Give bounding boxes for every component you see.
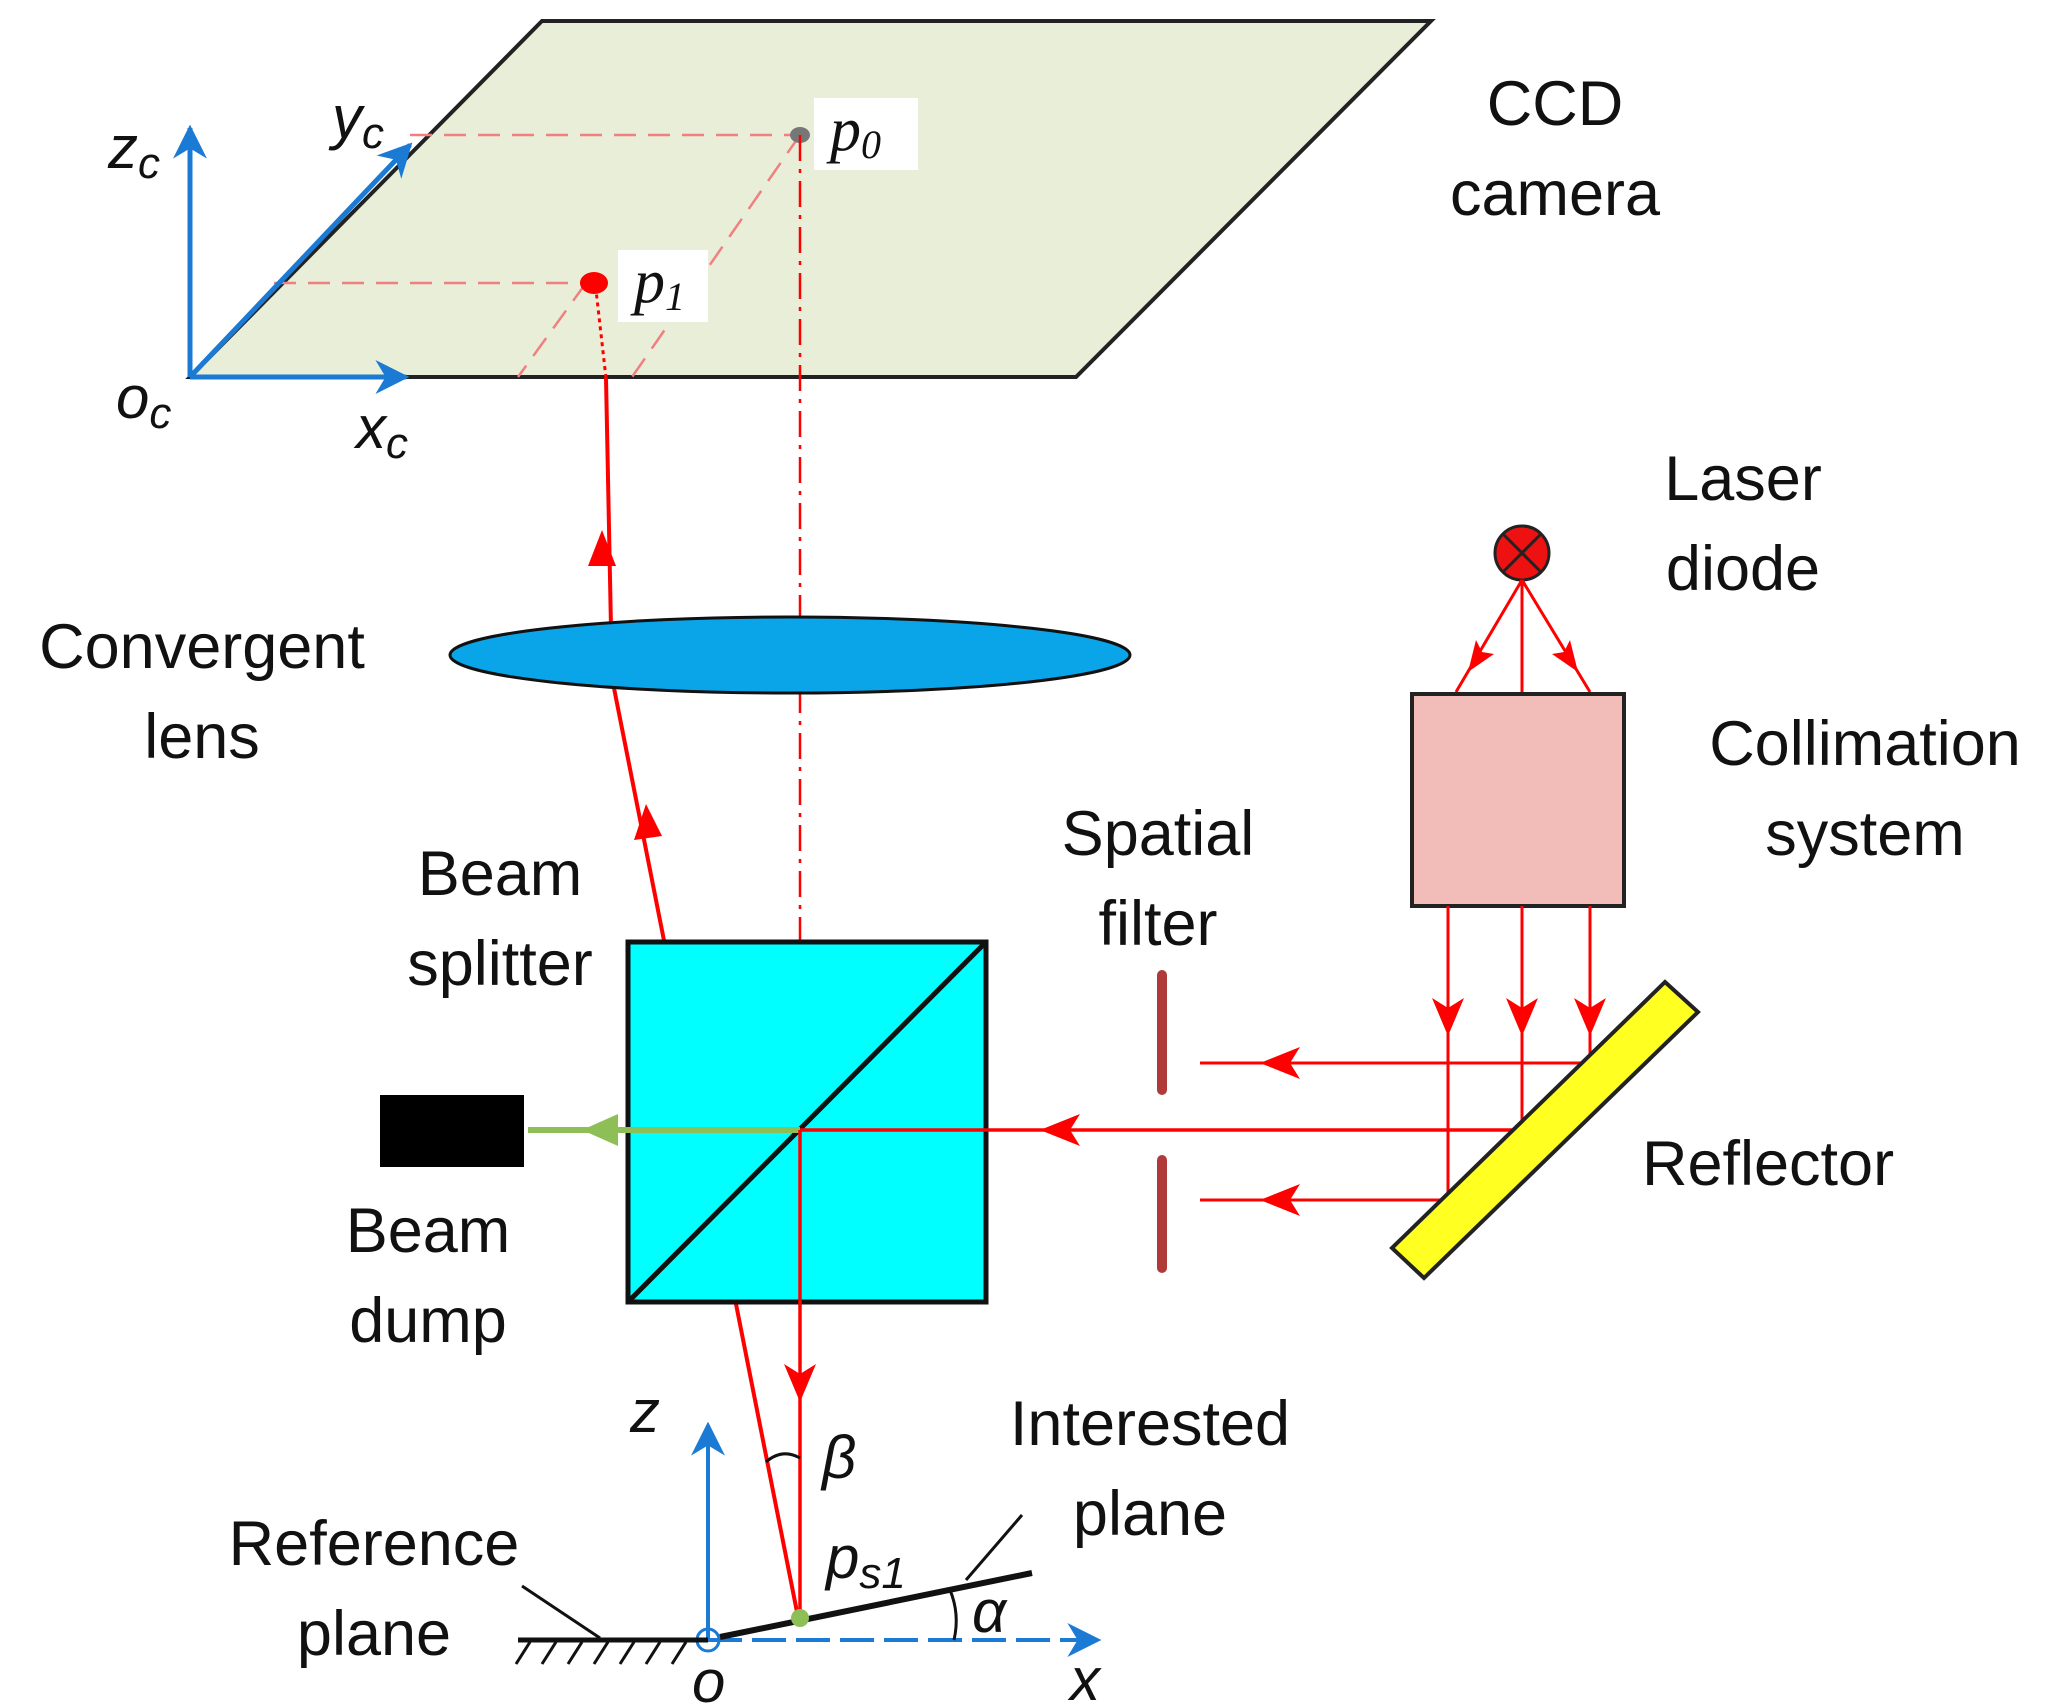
camera-z-label: zc bbox=[107, 114, 160, 188]
laser-diode-label-line1: Laser bbox=[1664, 444, 1822, 514]
collimated-arrow-mid bbox=[1506, 998, 1538, 1036]
lower-filtered-arrow bbox=[1260, 1184, 1300, 1216]
laser-diverging-rays bbox=[1454, 579, 1592, 693]
upper-filtered-arrow bbox=[1260, 1047, 1300, 1079]
laser-diode-cross-2 bbox=[1501, 532, 1543, 574]
ps1-point bbox=[791, 1609, 809, 1627]
interested-plane-label-line2: plane bbox=[1073, 1479, 1227, 1549]
alpha-label: α bbox=[972, 1578, 1008, 1645]
camera-y-axis bbox=[188, 142, 413, 379]
reference-plane-leader bbox=[521, 1584, 601, 1640]
collimation-label-line2: system bbox=[1765, 799, 1965, 869]
collimated-arrow-left bbox=[1432, 998, 1464, 1036]
ccd-plane bbox=[185, 19, 1436, 379]
spatial-filter-label-line2: filter bbox=[1098, 889, 1217, 959]
beam-splitter-label-line1: Beam bbox=[418, 839, 583, 909]
convergent-lens-label-line1: Convergent bbox=[39, 612, 365, 682]
spatial-filter-label-line1: Spatial bbox=[1062, 799, 1255, 869]
beam-dump-label-line1: Beam bbox=[346, 1196, 511, 1266]
p1-label-bg bbox=[618, 250, 708, 322]
interested-plane-leader bbox=[964, 1514, 1024, 1581]
beam-dump bbox=[380, 1095, 524, 1167]
reflected-arrow-upper bbox=[588, 530, 616, 566]
interested-plane bbox=[719, 1570, 1033, 1640]
reflector-label: Reflector bbox=[1642, 1129, 1894, 1199]
p1-label: p1 bbox=[630, 248, 685, 319]
interested-plane-label-line1: Interested bbox=[1010, 1389, 1290, 1459]
collimated-arrow-right bbox=[1574, 998, 1606, 1036]
laser-diode-label-line2: diode bbox=[1666, 534, 1820, 604]
camera-y-label: yc bbox=[328, 84, 384, 158]
ps1-label: ps1 bbox=[824, 1524, 906, 1598]
camera-o-label: oc bbox=[116, 364, 171, 438]
ccd-camera-label-line2: camera bbox=[1450, 159, 1661, 229]
p1-point bbox=[580, 272, 608, 294]
down-beam-arrow bbox=[784, 1364, 816, 1402]
world-x-label: x bbox=[1067, 1646, 1102, 1708]
p0-label: p0 bbox=[826, 96, 881, 167]
world-o-label: o bbox=[692, 1648, 725, 1708]
beam-splitter-diagonal bbox=[626, 940, 988, 1304]
reflector bbox=[1389, 979, 1701, 1281]
alpha-arc bbox=[948, 1589, 958, 1641]
laser-right-arrow bbox=[1552, 640, 1578, 672]
reference-plane-label-line2: plane bbox=[297, 1599, 451, 1669]
convergent-lens-label-line2: lens bbox=[144, 702, 260, 772]
world-z-label: z bbox=[629, 1378, 660, 1445]
beam-dump-label-line2: dump bbox=[349, 1286, 507, 1356]
camera-x-label: xc bbox=[353, 394, 408, 468]
ccd-camera-label-line1: CCD bbox=[1487, 69, 1624, 139]
beta-label: β bbox=[820, 1424, 856, 1491]
p0-label-bg bbox=[814, 98, 918, 170]
dump-beam-arrow bbox=[582, 1114, 618, 1146]
collimation-label-line1: Collimation bbox=[1709, 709, 2021, 779]
reference-plane-label-line1: Reference bbox=[229, 1509, 520, 1579]
collimation-system bbox=[1410, 692, 1626, 908]
reflected-arrow-lower bbox=[634, 804, 662, 840]
incident-beam bbox=[798, 1128, 1522, 1617]
convergent-lens bbox=[448, 615, 1132, 695]
world-axes bbox=[691, 1421, 1102, 1657]
reference-plane-hatching bbox=[514, 1641, 688, 1665]
laser-left-arrow bbox=[1468, 640, 1494, 672]
camera-axes bbox=[173, 124, 413, 394]
beta-arc bbox=[765, 1452, 801, 1464]
incident-beam-arrow bbox=[1040, 1114, 1080, 1146]
beam-splitter-label-line2: splitter bbox=[407, 929, 593, 999]
ccd-dashed-lines bbox=[274, 133, 802, 378]
